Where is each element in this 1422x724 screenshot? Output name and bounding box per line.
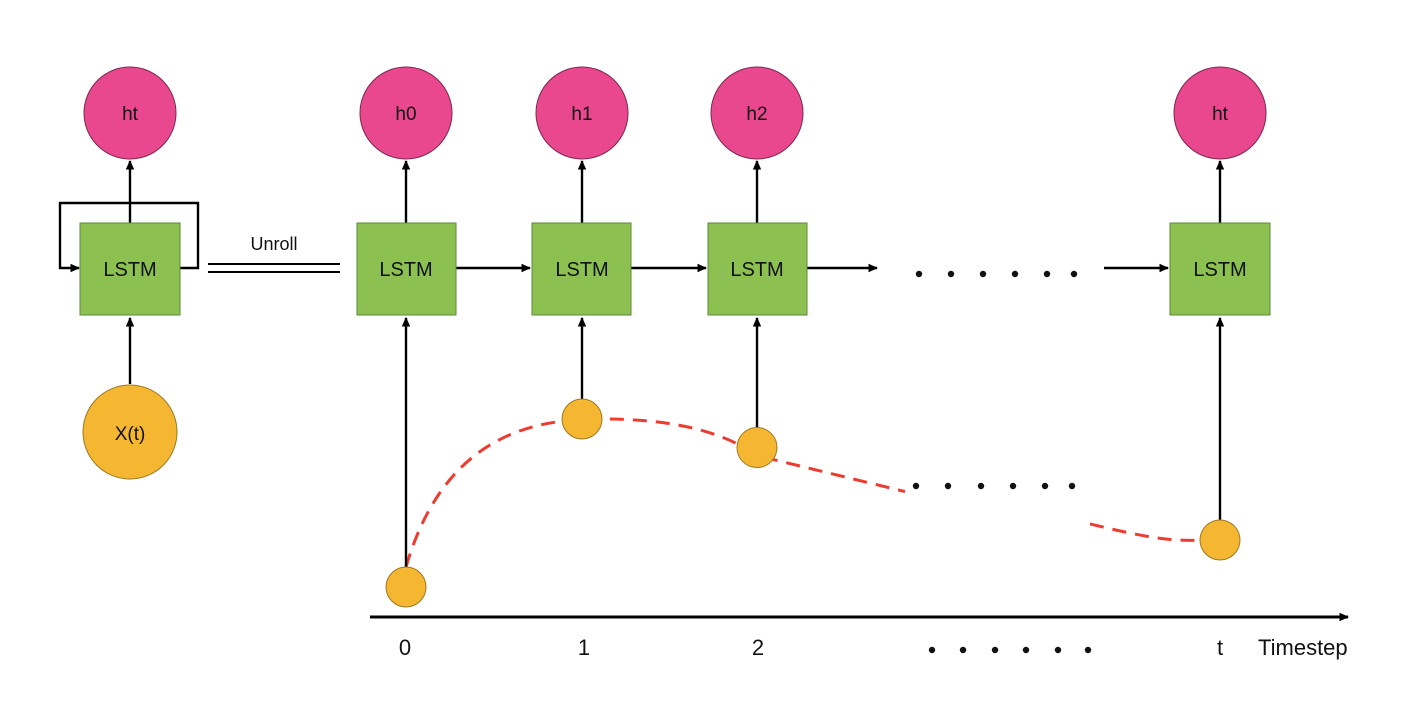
cell-2-lstm [707, 222, 808, 316]
unrolled-cell-0: LSTM h0 [356, 66, 457, 316]
timestep-axis: 0 1 2 t Timestep [370, 612, 1349, 660]
cell-0-output-node [359, 66, 453, 160]
cell-2-lstm-label: LSTM [730, 259, 783, 281]
rolled-output-label: ht [122, 104, 139, 125]
rolled-input-node [82, 384, 178, 480]
cell-0-output-label: h0 [395, 104, 416, 125]
unroll-symbol: Unroll [208, 234, 340, 273]
cell-t-output-node [1173, 66, 1267, 160]
unrolled-cell-2: LSTM h2 [707, 66, 808, 316]
axis-title: Timestep [1258, 635, 1348, 660]
input-point-3 [1199, 519, 1241, 561]
trend-line-segment-2 [1089, 522, 1201, 542]
unrolled-cell-t: LSTM ht [1169, 66, 1271, 316]
tick-label-t: t [1217, 635, 1223, 660]
cell-2-output-node [710, 66, 804, 160]
tick-label-1: 1 [578, 635, 590, 660]
cell-ellipsis-icon [915, 270, 1078, 278]
rolled-lstm-cell [79, 222, 181, 316]
trend-line-segment-1 [404, 417, 906, 568]
trend-ellipsis-icon [912, 482, 1076, 490]
cell-2-output-label: h2 [746, 104, 767, 125]
cell-1-output-node [535, 66, 629, 160]
cell-1-output-label: h1 [571, 104, 592, 125]
tick-label-2: 2 [752, 635, 764, 660]
unrolled-chain: LSTM h0 LSTM h1 LSTM h2 LSTM ht [356, 66, 1271, 316]
tick-label-0: 0 [399, 635, 411, 660]
cell-1-lstm-label: LSTM [555, 259, 608, 281]
rolled-lstm-label: LSTM [103, 259, 156, 281]
recurrent-loop-arrow [58, 201, 200, 273]
rolled-lstm: LSTM ht X(t) [58, 66, 200, 480]
unrolled-cell-1: LSTM h1 [531, 66, 632, 316]
input-series [385, 317, 1241, 608]
cell-t-output-label: ht [1212, 104, 1229, 125]
cell-0-lstm-label: LSTM [379, 259, 432, 281]
rolled-output-node [83, 66, 177, 160]
cell-1-lstm [531, 222, 632, 316]
input-point-1 [561, 398, 603, 440]
axis-ellipsis-icon [928, 646, 1092, 654]
cell-t-lstm-label: LSTM [1193, 259, 1246, 281]
cell-t-lstm [1169, 222, 1271, 316]
unroll-label: Unroll [250, 234, 297, 254]
cell-0-lstm [356, 222, 457, 316]
rolled-input-label: X(t) [115, 424, 146, 445]
input-point-2 [736, 427, 778, 469]
input-point-0 [385, 566, 427, 608]
